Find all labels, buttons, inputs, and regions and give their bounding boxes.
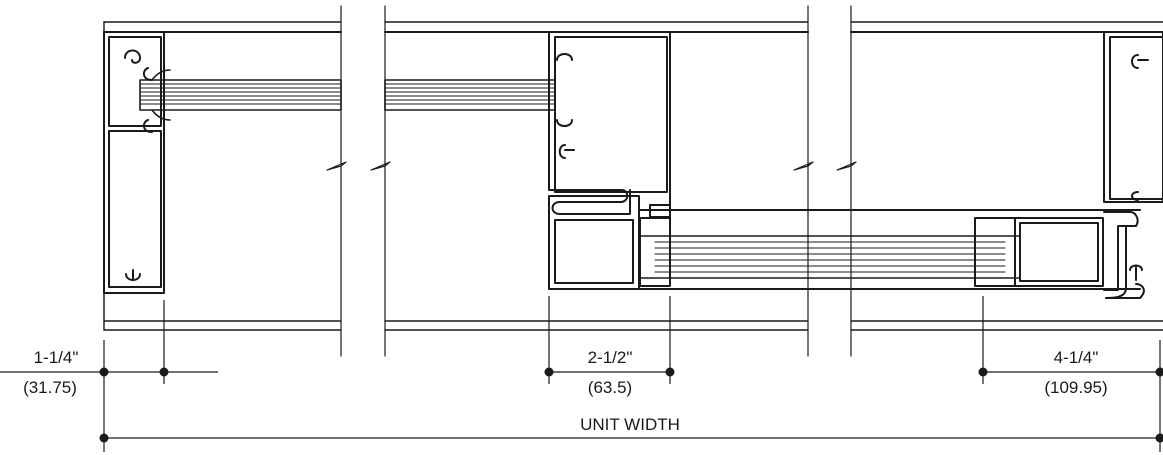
dimension-center-imperial: 2-1/2" — [588, 348, 633, 367]
lower-glass-panel — [639, 235, 1021, 279]
bottom-rail — [103, 320, 1163, 331]
dimension-center-metric: (63.5) — [588, 378, 632, 397]
dimension-overall-label: UNIT WIDTH — [580, 415, 680, 434]
dimension-left-imperial: 1-1/4" — [34, 348, 79, 367]
dimension-dot — [544, 367, 554, 377]
left-jamb-extrusion — [103, 31, 165, 294]
dimension-dot — [1155, 433, 1163, 443]
dimension-left-metric: (31.75) — [23, 378, 77, 397]
dimension-dot — [665, 367, 675, 377]
dimension-right-imperial: 4-1/4" — [1054, 348, 1099, 367]
right-jamb-extrusion — [974, 31, 1163, 299]
dimension-dot — [978, 367, 988, 377]
center-mullion-extrusion — [548, 31, 1141, 290]
center-glass-panel — [384, 79, 556, 111]
dimension-dot — [1155, 367, 1163, 377]
dimension-right-metric: (109.95) — [1044, 378, 1107, 397]
break-lines — [326, 5, 857, 357]
dimension-dot — [99, 367, 109, 377]
dimension-dot — [159, 367, 169, 377]
dimension-dot — [99, 433, 109, 443]
left-glass-panel — [139, 69, 342, 121]
